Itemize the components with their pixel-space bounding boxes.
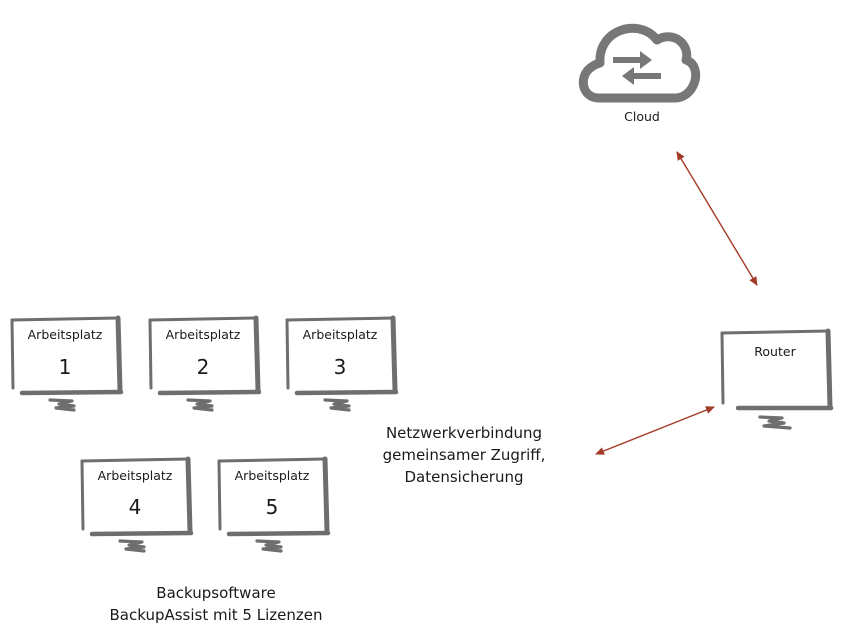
workstation-1-number: 1	[59, 355, 72, 379]
router-monitor	[720, 328, 834, 430]
network-note-line-2: gemeinsamer Zugriff,	[383, 446, 546, 464]
workstation-5-number: 5	[266, 495, 279, 519]
workstation-3-label: Arbeitsplatz	[303, 327, 378, 342]
cloud-label: Cloud	[624, 109, 660, 124]
router-label: Router	[754, 344, 796, 359]
workstation-4-number: 4	[129, 495, 142, 519]
network-note: Netzwerkverbindung gemeinsamer Zugriff, …	[383, 424, 546, 486]
cloud-router-arrow	[676, 151, 758, 286]
network-note-line-1: Netzwerkverbindung	[386, 424, 542, 442]
network-note-line-3: Datensicherung	[404, 468, 523, 486]
workstation-5-label: Arbeitsplatz	[235, 468, 310, 483]
workstation-4-label: Arbeitsplatz	[98, 468, 173, 483]
backup-note: Backupsoftware BackupAssist mit 5 Lizenz…	[110, 584, 323, 624]
workstation-2-label: Arbeitsplatz	[166, 327, 241, 342]
network-arrow	[595, 406, 715, 455]
cloud-sync-icon	[578, 23, 701, 103]
backup-note-line-1: Backupsoftware	[156, 584, 275, 602]
backup-note-line-2: BackupAssist mit 5 Lizenzen	[110, 606, 323, 624]
workstation-3-number: 3	[334, 355, 347, 379]
workstation-1-label: Arbeitsplatz	[28, 327, 103, 342]
workstation-2-number: 2	[197, 355, 210, 379]
